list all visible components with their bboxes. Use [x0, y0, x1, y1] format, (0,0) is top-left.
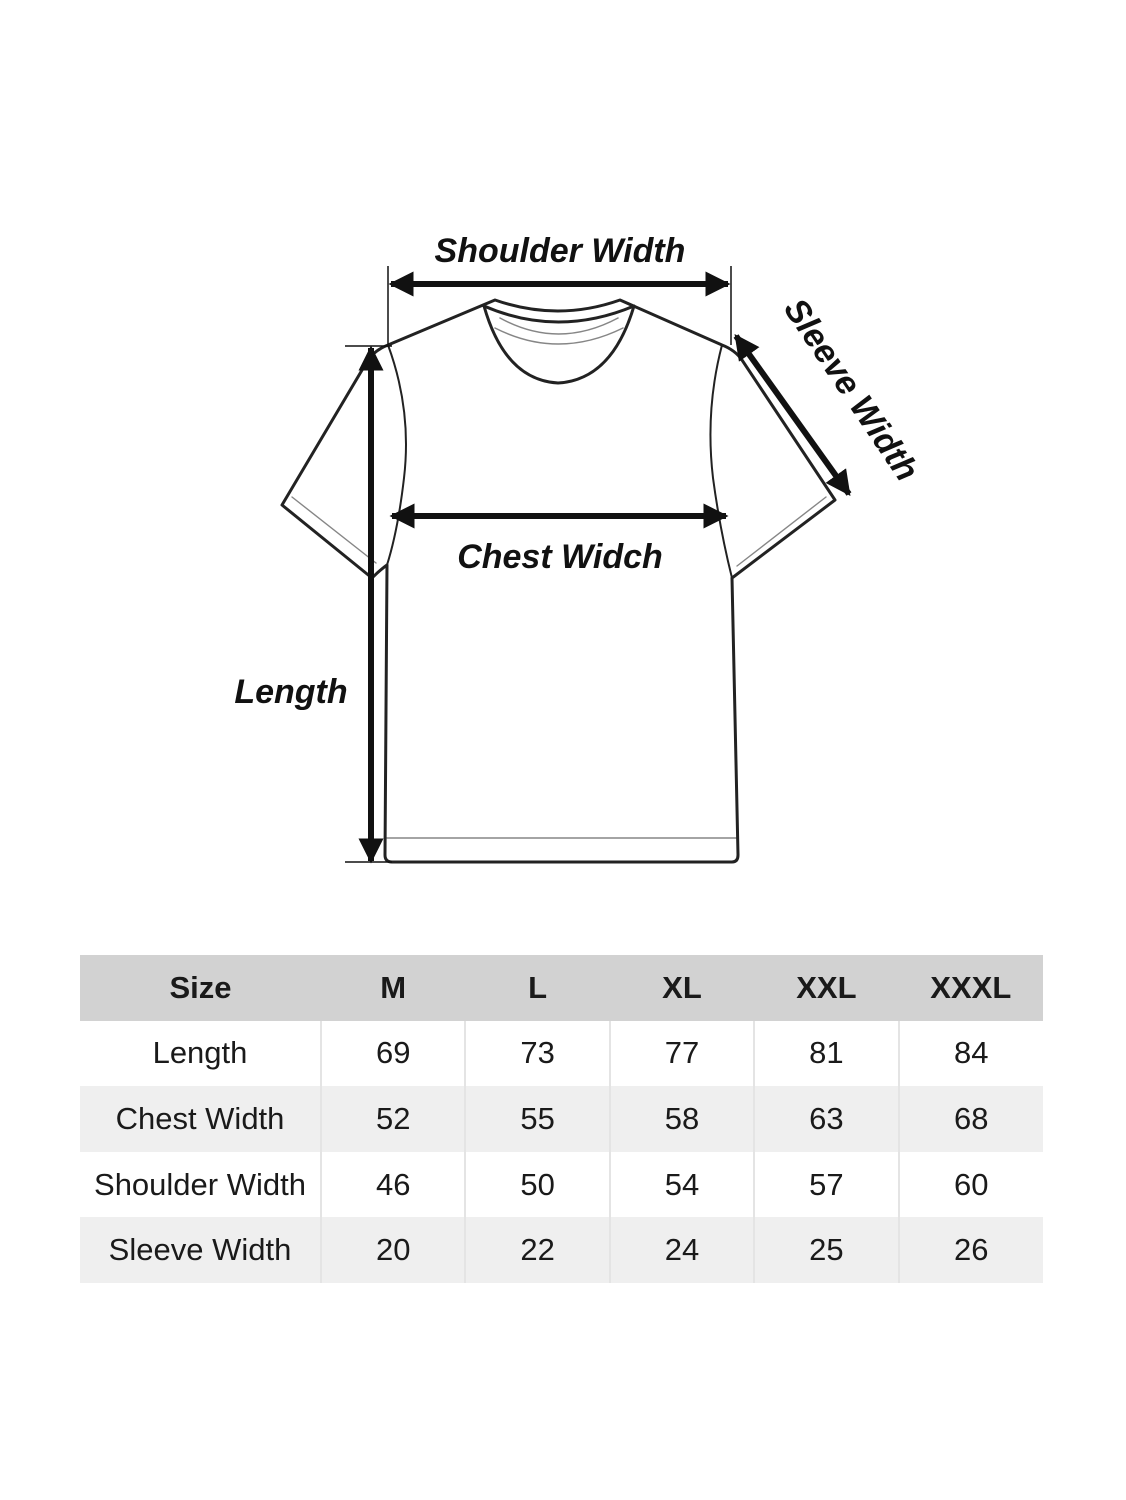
- table-cell: 24: [609, 1217, 756, 1283]
- header-cell: Size: [80, 955, 321, 1021]
- row-label: Shoulder Width: [80, 1151, 322, 1218]
- shoulder-width-label: Shoulder Width: [435, 232, 686, 270]
- measurement-guides: [345, 266, 852, 864]
- table-cell: 60: [898, 1151, 1043, 1218]
- table-cell: 52: [321, 1086, 467, 1152]
- table-row: Length 69 73 77 81 84: [80, 1020, 1043, 1087]
- sleeve-width-label: Sleeve Width: [776, 292, 926, 488]
- size-chart-table: Size M L XL XXL XXXL Length 69 73 77 81 …: [80, 955, 1043, 1283]
- header-cell: L: [465, 955, 610, 1021]
- row-label: Sleeve Width: [80, 1217, 322, 1283]
- table-cell: 46: [321, 1151, 467, 1218]
- header-cell: XXXL: [898, 955, 1043, 1021]
- table-cell: 58: [609, 1086, 756, 1152]
- table-cell: 20: [321, 1217, 467, 1283]
- table-cell: 55: [465, 1086, 611, 1152]
- table-cell: 63: [754, 1086, 900, 1152]
- chest-width-label: Chest Widch: [457, 538, 663, 576]
- table-cell: 81: [754, 1020, 900, 1087]
- header-cell: XL: [609, 955, 755, 1021]
- table-cell: 69: [321, 1020, 467, 1087]
- sleeve-width-arrow: [733, 333, 852, 497]
- header-cell: XXL: [754, 955, 899, 1021]
- table-row: Shoulder Width 46 50 54 57 60: [80, 1151, 1043, 1218]
- table-cell: 54: [609, 1151, 756, 1218]
- table-cell: 73: [465, 1020, 611, 1087]
- tshirt-measurement-diagram: Shoulder Width Sleeve Width Chest Widch …: [234, 232, 926, 864]
- table-cell: 84: [898, 1020, 1043, 1087]
- table-cell: 50: [465, 1151, 611, 1218]
- table-cell: 25: [754, 1217, 900, 1283]
- table-row: Chest Width 52 55 58 63 68: [80, 1086, 1043, 1152]
- tshirt-outline: [280, 298, 837, 864]
- table-cell: 26: [898, 1217, 1043, 1283]
- header-cell: M: [321, 955, 466, 1021]
- table-cell: 22: [465, 1217, 611, 1283]
- table-header-row: Size M L XL XXL XXXL: [80, 955, 1043, 1021]
- row-label: Chest Width: [80, 1086, 322, 1152]
- table-cell: 68: [898, 1086, 1043, 1152]
- row-label: Length: [80, 1020, 322, 1087]
- length-label: Length: [234, 673, 347, 711]
- table-row: Sleeve Width 20 22 24 25 26: [80, 1217, 1043, 1283]
- table-cell: 77: [609, 1020, 756, 1087]
- table-cell: 57: [754, 1151, 900, 1218]
